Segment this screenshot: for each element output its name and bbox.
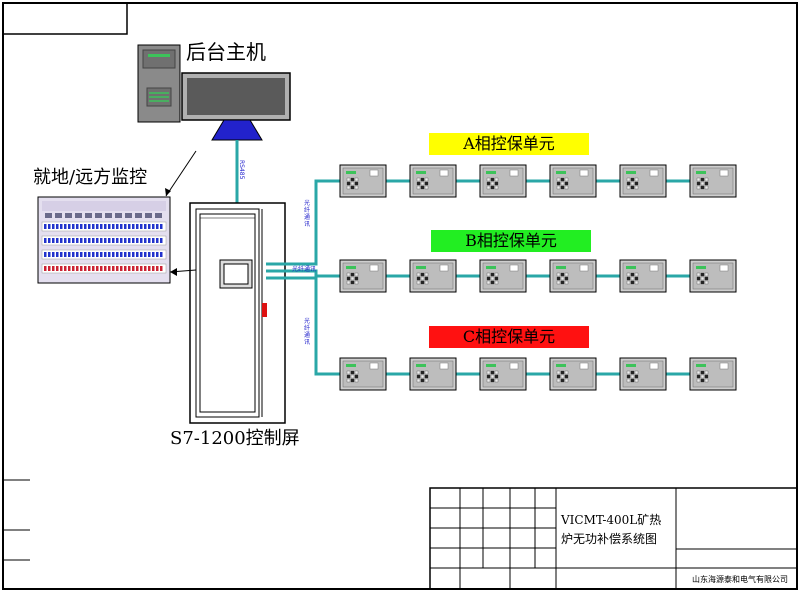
control-unit [619, 259, 667, 293]
drawing-title-line2: 炉无功补偿系统图 [561, 532, 658, 546]
control-unit [689, 357, 737, 391]
phase-b-units [339, 259, 737, 293]
control-unit [479, 357, 527, 391]
title-block [3, 479, 798, 590]
cabinet-label: S7-1200控制屏 [170, 428, 300, 449]
control-unit [619, 164, 667, 198]
local-remote-label: 就地/远方监控 [33, 167, 148, 188]
control-unit [479, 164, 527, 198]
fiber-label-c: 光纤通讯 [303, 318, 310, 346]
company-name: 山东海源泰和电气有限公司 [692, 575, 788, 584]
control-unit [689, 164, 737, 198]
phase-c-units [339, 357, 737, 391]
fiber-label-a: 光纤通讯 [303, 200, 310, 228]
phase-a-units [339, 164, 737, 198]
fiber-link-b [266, 269, 340, 278]
fiber-label-b: 光纤通讯 [292, 266, 317, 273]
control-unit [409, 164, 457, 198]
rs485-label: RS485 [238, 160, 245, 180]
host-computer-icon [137, 44, 181, 123]
control-unit [549, 357, 597, 391]
control-unit [549, 259, 597, 293]
fiber-links [266, 179, 340, 376]
control-unit [339, 357, 387, 391]
phase-a-title: A相控保单元 [429, 133, 589, 155]
control-cabinet [189, 202, 286, 424]
local-monitor-panel [37, 196, 171, 284]
host-monitor-icon [181, 72, 291, 141]
control-unit [479, 259, 527, 293]
control-unit [409, 357, 457, 391]
unit-rows [339, 164, 737, 391]
host-label: 后台主机 [186, 40, 266, 64]
corner-box [2, 2, 128, 35]
drawing-title-line1: VICMT-400L矿热 [561, 513, 662, 527]
fiber-link-a [266, 179, 340, 266]
link-arrows [165, 150, 197, 276]
fiber-link-c [266, 276, 340, 376]
control-unit [339, 259, 387, 293]
control-unit [409, 259, 457, 293]
control-unit [339, 164, 387, 198]
control-unit [689, 259, 737, 293]
control-unit [619, 357, 667, 391]
phase-c-title: C相控保单元 [429, 326, 589, 348]
phase-b-title: B相控保单元 [431, 230, 591, 252]
control-unit [549, 164, 597, 198]
